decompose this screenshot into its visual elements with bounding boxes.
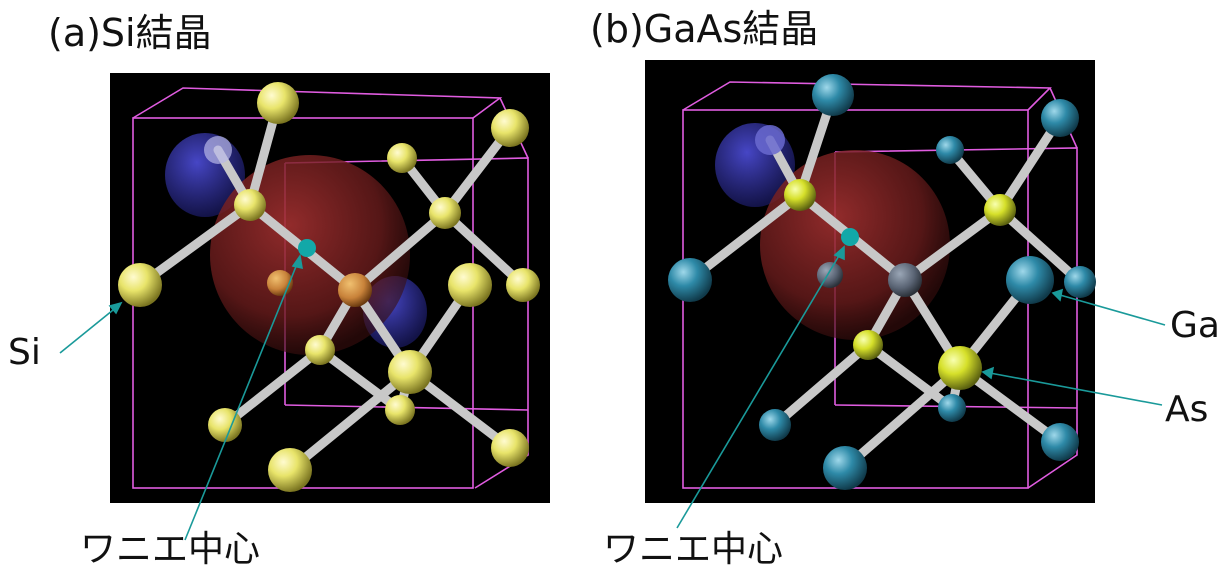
panel-b-ga-atom xyxy=(938,394,966,422)
panel-b-ga-atom xyxy=(755,125,785,155)
panel-a-si-atom xyxy=(204,136,232,164)
panel-a-si-atom xyxy=(491,429,529,467)
panel-b-ga-atom xyxy=(812,74,854,116)
panel-b-ga-atom xyxy=(817,262,843,288)
panel-b-crystal xyxy=(668,74,1166,529)
panel-a-title: (a)Si結晶 xyxy=(48,11,212,55)
panel-b-pointers xyxy=(676,245,1166,529)
panel-a-si-atom xyxy=(385,395,415,425)
panel-a-si-atom xyxy=(257,82,299,124)
panel-b-ga-atom xyxy=(1006,256,1054,304)
panel-a-crystal xyxy=(59,82,540,541)
panel-b-as-atom xyxy=(984,194,1016,226)
panel-a-wannier-center xyxy=(298,239,316,257)
panel-a-si-atom xyxy=(491,109,529,147)
panel-a-pointers xyxy=(59,253,303,541)
panel-b-as-atom xyxy=(853,330,883,360)
panel-a-si-atom xyxy=(338,273,372,307)
panel-b-ga-atom xyxy=(823,446,867,490)
panel-a-si-atom xyxy=(234,189,266,221)
panel-b-as-atom xyxy=(784,179,816,211)
panel-a-si-atom xyxy=(208,408,242,442)
panel-a-si-label: Si xyxy=(8,332,41,373)
panel-a-si-atom xyxy=(506,268,540,302)
panel-b-ga-atom xyxy=(668,258,712,302)
panel-a-si-atom xyxy=(268,448,312,492)
panel-a-si-atom xyxy=(448,263,492,307)
panel-b-ga-atom xyxy=(1041,423,1079,461)
panel-b-as-atom xyxy=(938,346,982,390)
panel-b-ga-atom xyxy=(1041,99,1079,137)
panel-b-ga-atom xyxy=(759,409,791,441)
panel-a-si-atom xyxy=(388,350,432,394)
panel-b-as-label: As xyxy=(1165,389,1209,430)
panel-b-wannier-center xyxy=(841,228,859,246)
panel-b-ga-label: Ga xyxy=(1170,305,1220,346)
panel-a-si-atom xyxy=(387,143,417,173)
panel-b-wannier-center-label: ワニエ中心 xyxy=(603,529,784,570)
panel-a-wannier-center-label: ワニエ中心 xyxy=(80,529,261,570)
panel-b-title: (b)GaAs結晶 xyxy=(590,7,819,51)
panel-a-si-atom xyxy=(118,263,162,307)
panel-b-ga-atom xyxy=(888,263,922,297)
panel-b-ga-atom xyxy=(936,136,964,164)
panel-a-si-atom xyxy=(429,197,461,229)
panel-a-si-atom xyxy=(305,335,335,365)
panel-b-ga-atom xyxy=(1064,266,1096,298)
